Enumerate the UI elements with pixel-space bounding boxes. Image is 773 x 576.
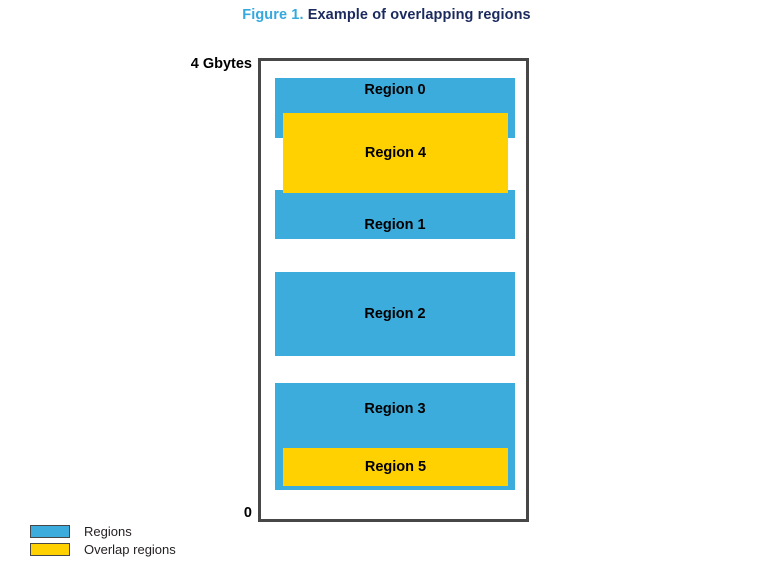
region-block-region-2: Region 2 [275,272,515,356]
figure-caption: Example of overlapping regions [307,7,531,23]
axis-label-top: 4 Gbytes [190,56,252,72]
region-label: Region 5 [364,459,427,475]
region-label: Region 3 [364,401,426,417]
memory-map-frame: Region 0 Region 1 Region 4 Region 2 Regi… [258,58,529,522]
legend: Regions Overlap regions [30,522,176,558]
axis-label-bottom: 0 [243,505,252,521]
legend-item-overlap-regions: Overlap regions [30,540,176,558]
legend-swatch-overlap-regions [30,542,70,556]
legend-label-regions: Regions [84,523,132,539]
legend-swatch-regions [30,524,70,538]
region-block-region-4: Region 4 [283,113,508,193]
region-label: Region 0 [364,82,426,98]
region-block-region-5: Region 5 [283,448,508,486]
region-label: Region 2 [364,306,426,322]
region-block-region-1: Region 1 [275,190,515,239]
figure-title: Figure 1. Example of overlapping regions [0,7,773,23]
legend-item-regions: Regions [30,522,176,540]
region-label: Region 1 [364,217,426,233]
figure-number: Figure 1. [242,7,304,23]
region-label: Region 4 [364,145,427,161]
legend-label-overlap-regions: Overlap regions [84,541,176,557]
